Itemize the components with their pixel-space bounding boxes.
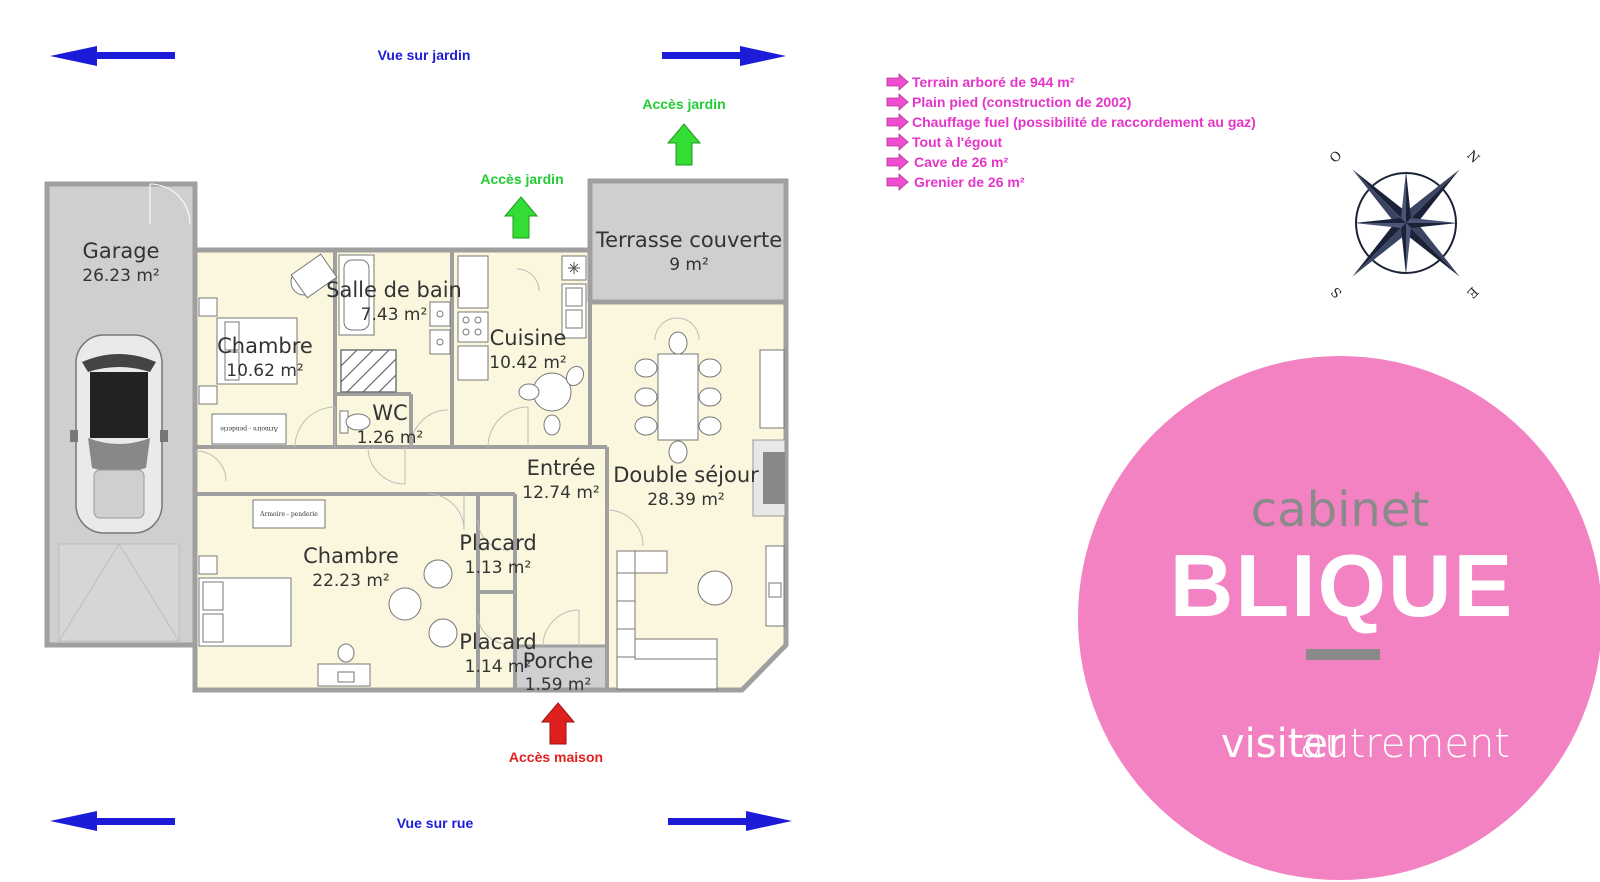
room-name-terrasse: Terrasse couverte [595,228,782,252]
wardrobe-label: Armoire - penderie [259,511,318,518]
room-area-sejour: 28.39 m² [647,490,724,510]
bathtub-icon [338,254,375,336]
view-label-bottom: Vue sur rue [397,815,474,831]
room-area-entree: 12.74 m² [522,483,599,503]
feature-item: Plain pied (construction de 2002) [886,93,1131,111]
room-area-terrasse: 9 m² [669,255,709,275]
room-area-porche: 1.59 m² [525,675,592,695]
room-name-chambre-2: Chambre [303,544,399,568]
desk-icon [290,253,338,299]
kitchen-table-icon [518,365,585,436]
room-area-wc: 1.26 m² [357,428,424,448]
feature-item: Tout à l'égout [886,133,1003,151]
door-swings [195,268,700,647]
wardrobe-label: Armoire - penderie [220,425,279,432]
wardrobe: Armoire - penderie [252,499,326,529]
features-list: Terrain arboré de 944 m² Plain pied (con… [886,73,1256,191]
access-arrows: Accès jardin Accès jardin Accès maison [480,96,725,765]
logo-line2: BLIQUE [1170,536,1514,635]
access-garden-label: Accès jardin [480,171,563,187]
room-area-garage: 26.23 m² [82,266,159,286]
view-arrows: Vue sur jardin Vue sur rue [50,46,792,831]
sideboard [759,349,785,429]
room-name-salle-de-bain: Salle de bain [326,278,462,302]
logo-line1: cabinet [1251,482,1429,538]
room-name-placard-1: Placard [459,531,536,555]
arrow-right-icon [662,46,786,66]
terrasse-couverte: Terrasse couverte 9 m² [587,178,789,305]
feature-text: Chauffage fuel (possibilité de raccordem… [912,114,1256,130]
arrow-left-icon [50,811,175,831]
feature-item: Grenier de 26 m² [886,173,1025,191]
arrow-left-icon [50,46,175,66]
feature-text: Grenier de 26 m² [914,174,1025,190]
snowflake-icon [568,262,580,274]
sofa-icon [616,550,718,690]
garage: Garage 26.23 m² [44,181,198,648]
sink-icon [429,301,451,355]
round-table-icon [388,559,458,648]
tv-unit [765,545,785,627]
toilet-icon [339,410,371,434]
room-area-chambre-1: 10.62 m² [226,361,303,381]
compass-rose-icon [1352,169,1460,277]
feature-text: Terrain arboré de 944 m² [912,74,1075,90]
coffee-table-icon [697,570,733,606]
fireplace-icon [752,439,786,517]
access-house-label: Accès maison [509,749,603,765]
room-name-wc: WC [372,401,407,425]
room-name-entree: Entrée [527,456,596,480]
house: Armoire - penderie [192,247,789,695]
compass-n: N [1463,148,1482,167]
feature-text: Cave de 26 m² [914,154,1008,170]
compass-o: O [1327,148,1345,166]
view-label-top: Vue sur jardin [378,47,471,63]
logo-cabinet-blique: cabinet BLIQUE visiter autrement [1078,356,1600,880]
wardrobe: Armoire - penderie [211,413,287,445]
bed-icon [198,555,292,647]
logo-underline [1306,649,1380,660]
arrow-up-icon [666,123,702,166]
room-name-sejour: Double séjour [613,463,759,487]
compass-s: S [1329,283,1346,300]
feature-item: Cave de 26 m² [886,153,1008,171]
arrow-up-icon [540,702,576,745]
feature-text: Tout à l'égout [912,134,1003,150]
bed-icon [198,297,298,405]
room-name-chambre-1: Chambre [217,334,313,358]
feature-item: Terrain arboré de 944 m² [886,73,1075,91]
logo-tagline-bold: visiter [1221,721,1345,767]
dining-table-icon [634,331,722,464]
feature-item: Chauffage fuel (possibilité de raccordem… [886,113,1256,131]
room-area-placard-2: 1.14 m² [465,657,532,677]
desk-icon [317,643,371,687]
arrow-up-icon [503,196,539,239]
access-garden-label: Accès jardin [642,96,725,112]
room-area-salle-de-bain: 7.43 m² [361,305,428,325]
room-area-chambre-2: 22.23 m² [312,571,389,591]
car-icon [70,334,168,534]
room-name-cuisine: Cuisine [490,326,567,350]
room-name-porche: Porche [523,649,594,673]
feature-text: Plain pied (construction de 2002) [912,94,1131,110]
shower-icon [340,349,397,393]
compass-e: E [1463,283,1480,300]
logo-tagline-light: autrement [1300,721,1510,767]
room-name-placard-2: Placard [459,630,536,654]
kitchen-counter [457,255,587,381]
room-area-placard-1: 1.13 m² [465,558,532,578]
arrow-right-icon [668,811,792,831]
room-area-cuisine: 10.42 m² [489,353,566,373]
room-name-garage: Garage [83,239,160,263]
